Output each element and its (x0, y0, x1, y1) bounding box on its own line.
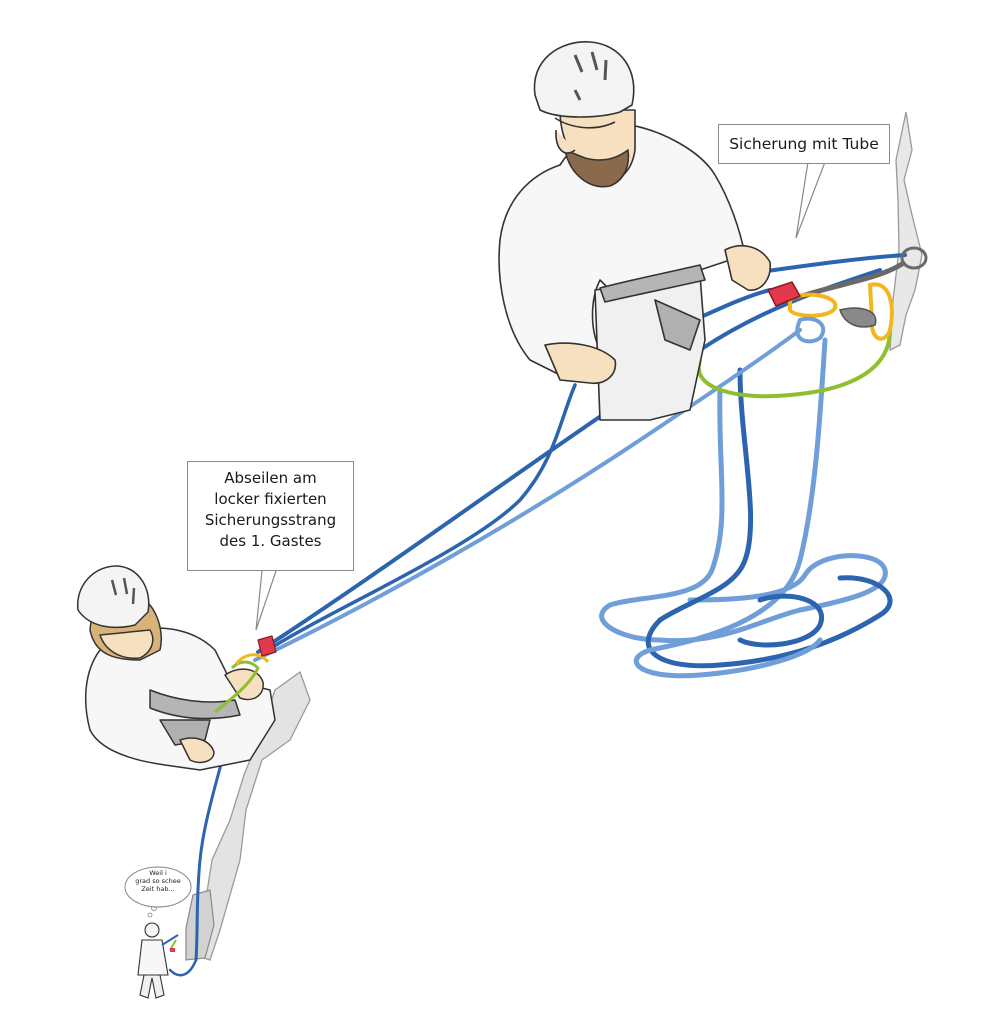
thought-line-3: Zeit hab... (141, 885, 175, 893)
thought-line-1: Weil i (149, 869, 167, 877)
small-climber (137, 905, 179, 999)
abseiler (77, 565, 277, 771)
callout-abseil: Abseilen am locker fixierten Sicherungss… (187, 461, 354, 571)
callout-pointer-abseil (255, 570, 277, 631)
belayer (498, 41, 772, 421)
rock-face-anchor (889, 111, 923, 352)
belay-tube-icon (766, 281, 802, 307)
callout-abseil-line-3: Sicherungsstrang (204, 511, 337, 529)
belay-tube-icon (257, 635, 277, 657)
thought-bubble-shape (124, 866, 192, 908)
callout-pointer-tube (795, 161, 826, 239)
rope-coil (599, 337, 893, 679)
callout-abseil-line-4: des 1. Gastes (219, 532, 322, 550)
rock-face-lower (185, 670, 311, 961)
thought-line-2: grad so schee (135, 877, 181, 885)
anchor (696, 246, 928, 399)
thought-bubble-text: Weil i grad so schee Zeit hab... (126, 869, 190, 905)
callout-abseil-line-1: Abseilen am (224, 469, 317, 487)
callout-belay-tube: Sicherung mit Tube (718, 124, 890, 164)
callout-abseil-line-2: locker fixierten (214, 490, 327, 508)
